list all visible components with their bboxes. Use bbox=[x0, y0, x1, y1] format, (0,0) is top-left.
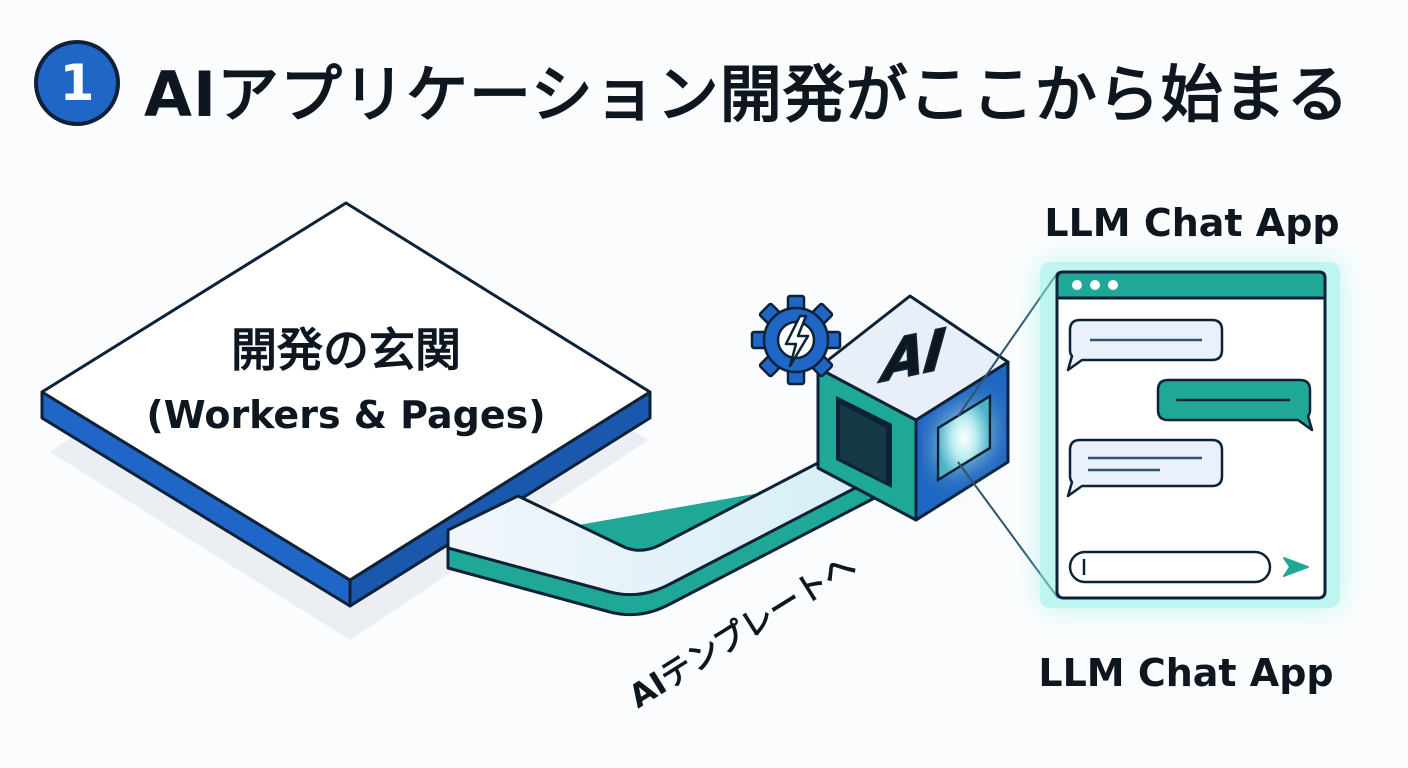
gear-lightning-icon bbox=[750, 294, 842, 386]
window-dots-icon bbox=[1072, 280, 1118, 290]
ai-cube: AI bbox=[816, 294, 1010, 522]
step-number-badge: 1 bbox=[34, 40, 120, 126]
chat-input bbox=[1068, 550, 1272, 584]
platform-diamond bbox=[40, 201, 652, 640]
template-path bbox=[446, 436, 892, 617]
chat-app-label-bottom: LLM Chat App bbox=[1038, 651, 1333, 695]
header: 1 AIアプリケーション開発がここから始まる bbox=[0, 0, 1408, 140]
chat-app-label-top: LLM Chat App bbox=[1044, 201, 1339, 245]
chat-bubble-outgoing bbox=[1156, 378, 1314, 432]
platform-subtitle: (Workers & Pages) bbox=[146, 393, 545, 437]
chat-bubble-incoming bbox=[1066, 318, 1224, 372]
platform-title: 開発の玄関 bbox=[231, 323, 461, 377]
send-icon bbox=[1283, 557, 1309, 577]
llm-chat-window bbox=[1040, 262, 1340, 608]
chat-bubble-incoming bbox=[1066, 438, 1224, 498]
page-title: AIアプリケーション開発がここから始まる bbox=[144, 58, 1350, 131]
